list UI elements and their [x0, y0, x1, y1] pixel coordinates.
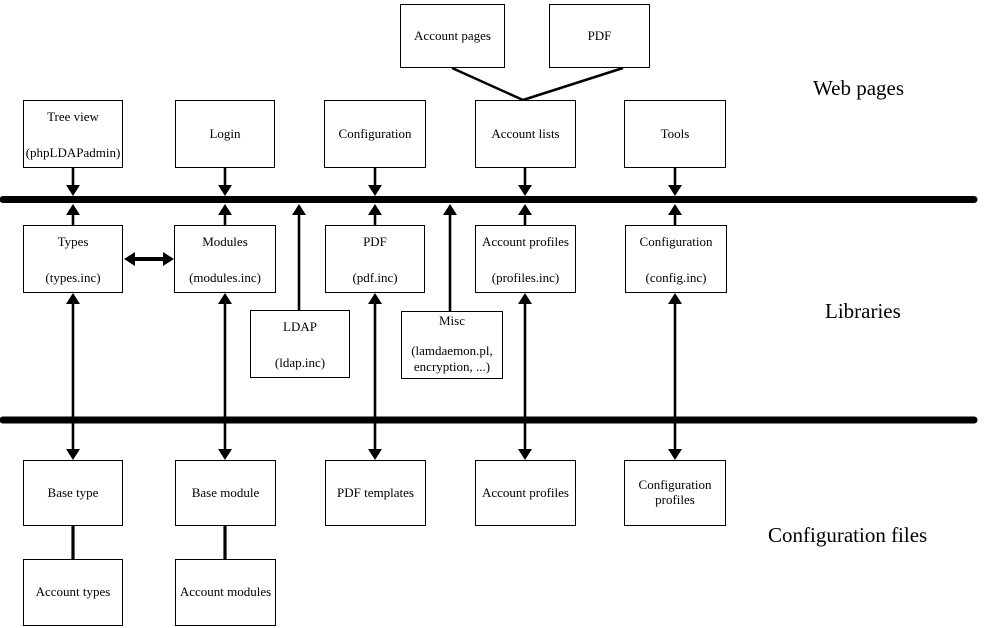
box-sublabel: (lamdaemon.pl, [411, 342, 493, 358]
box-sublabel: encryption, ...) [413, 358, 491, 374]
connector-treeview-types [66, 168, 80, 225]
box-sublabel-group: (lamdaemon.pl, encryption, ...) [411, 343, 493, 376]
arrow-types-modules [124, 252, 174, 266]
connector-types-basetype [66, 293, 80, 460]
box-misc: Misc (lamdaemon.pl, encryption, ...) [401, 311, 503, 379]
box-configuration-page: Configuration [324, 100, 426, 168]
box-sublabel: (profiles.inc) [491, 270, 560, 286]
line-pdf-to-account-lists [522, 66, 624, 102]
box-label: PDF [363, 234, 387, 249]
line-account-pages-to-account-lists [451, 66, 524, 102]
box-label: Account types [35, 584, 111, 600]
box-base-module: Base module [175, 460, 276, 526]
connector-tools-configlib [668, 168, 682, 225]
box-label: Configuration [639, 234, 713, 249]
box-label: PDF [587, 27, 612, 43]
box-pdf-lib: PDF (pdf.inc) [325, 225, 425, 293]
connector-login-modules [218, 168, 232, 225]
section-label-libraries: Libraries [825, 299, 901, 323]
box-label: Configuration [338, 125, 412, 141]
box-sublabel: (types.inc) [45, 270, 101, 286]
box-account-modules: Account modules [175, 559, 276, 626]
box-pdf-templates: PDF templates [325, 460, 426, 526]
connector-modules-basemodule [218, 293, 232, 460]
box-label: Account profiles [481, 484, 569, 500]
connector-ldap-bus [292, 204, 306, 310]
box-label: Configuration [638, 477, 712, 493]
box-label: LDAP [283, 319, 317, 334]
box-sublabel: (ldap.inc) [274, 355, 326, 371]
box-account-lists: Account lists [475, 100, 576, 168]
box-tree-view: Tree view (phpLDAPadmin) [23, 100, 123, 168]
connector-accountlists-profiles [518, 168, 532, 225]
box-sublabel: (modules.inc) [189, 270, 261, 286]
box-label: Account lists [491, 125, 560, 141]
box-label: Account profiles [481, 234, 569, 249]
connector-misc-bus [443, 204, 457, 311]
section-label-web-pages: Web pages [813, 76, 905, 100]
box-label: Modules [202, 234, 248, 249]
connector-configlib-configprofiles [668, 293, 682, 460]
box-account-profiles-lib: Account profiles (profiles.inc) [475, 225, 576, 293]
box-account-profiles-file: Account profiles [475, 460, 576, 526]
box-tools: Tools [624, 100, 726, 168]
box-sublabel: (pdf.inc) [352, 270, 398, 286]
box-account-pages: Account pages [400, 4, 505, 68]
box-configuration-lib: Configuration (config.inc) [625, 225, 727, 293]
connector-pdflib-pdftemplates [368, 293, 382, 460]
box-sublabel: profiles [655, 492, 695, 507]
box-label: Tree view [47, 109, 99, 124]
box-base-type: Base type [23, 460, 123, 526]
box-sublabel: (config.inc) [645, 270, 707, 286]
connector-configuration-pdf [368, 168, 382, 225]
box-label: PDF templates [337, 484, 414, 500]
box-pdf-top: PDF [549, 4, 650, 68]
box-label: Base module [191, 484, 260, 500]
box-label: Login [209, 125, 241, 141]
box-label: Types [57, 234, 89, 249]
box-label: Base type [47, 484, 99, 500]
box-label: Tools [660, 125, 690, 141]
connector-profileslib-profilesfile [518, 293, 532, 460]
box-configuration-profiles: Configuration profiles [624, 460, 726, 526]
box-label: Misc [439, 313, 465, 328]
box-modules: Modules (modules.inc) [174, 225, 276, 293]
box-label: Account modules [179, 584, 272, 600]
box-account-types: Account types [23, 559, 123, 626]
box-types: Types (types.inc) [23, 225, 123, 293]
section-label-configuration-files: Configuration files [768, 523, 928, 547]
box-sublabel: (phpLDAPadmin) [25, 145, 121, 161]
box-login: Login [175, 100, 275, 168]
box-label: Account pages [414, 27, 491, 43]
box-ldap: LDAP (ldap.inc) [250, 310, 350, 378]
